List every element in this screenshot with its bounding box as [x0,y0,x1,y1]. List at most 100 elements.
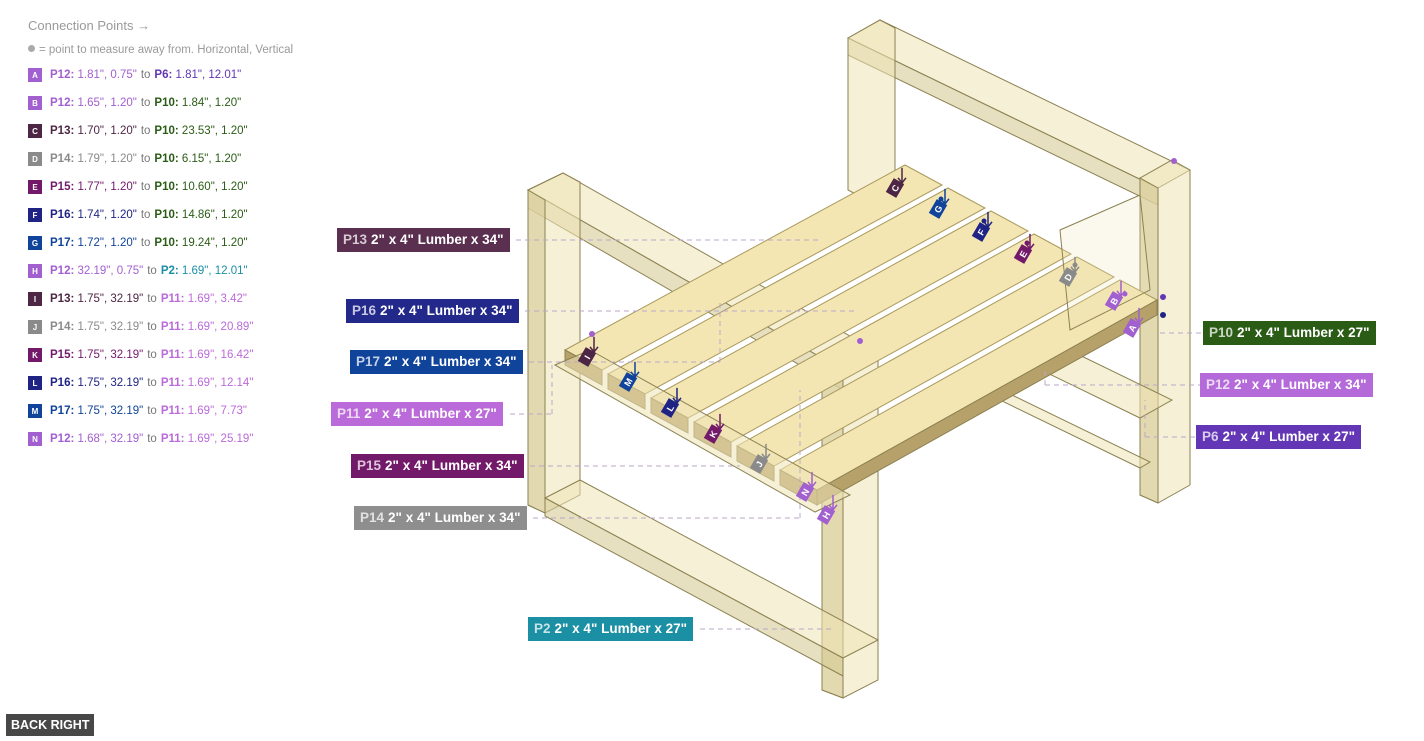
marker-l: L [660,387,682,418]
part-spec: 2" x 4" Lumber x 27" [1222,429,1356,444]
marker-letter: K [707,429,719,440]
marker-letter: G [932,204,944,215]
to-word: to [147,293,157,305]
marker-badge-bg [971,222,991,242]
to-value: 1.84", 1.20" [181,97,242,109]
arrow-down-icon [1025,233,1035,251]
arrow-down-icon [897,167,907,185]
arrow-down-icon [1070,256,1080,274]
part-id: P11 [337,406,361,421]
connection-letter-badge: C [28,124,42,138]
arrow-down-icon [807,471,817,489]
to-part: P10: [154,209,179,221]
connection-letter-badge: N [28,432,42,446]
to-word: to [147,321,157,333]
part-spec: 2" x 4" Lumber x 27" [1237,325,1370,340]
to-part: P11: [160,377,185,389]
from-part: P12: [50,433,75,445]
arrow-down-icon [589,336,599,354]
marker-badge-bg [1058,267,1078,287]
marker-badge-bg [1104,291,1124,311]
marker-h: H [816,494,838,525]
from-value: 32.19", 0.75" [77,265,144,277]
to-value: 1.69", 7.73" [187,405,248,417]
to-part: P6: [154,69,173,81]
to-value: 23.53", 1.20" [181,125,248,137]
marker-m: M [618,361,640,392]
to-value: 1.69", 12.01" [181,265,248,277]
marker-letter: E [1018,249,1030,259]
part-id: P2 [534,621,551,636]
arrow-down-icon [672,387,682,405]
arrow-down-icon [828,494,838,512]
from-part: P12: [50,69,75,81]
to-part: P11: [160,293,185,305]
to-part: P10: [154,237,179,249]
arrow-down-icon [983,211,993,229]
arrow-down-icon [1134,307,1144,325]
part-id: P13 [343,232,368,247]
marker-letter: M [622,377,634,388]
marker-g: G [928,188,950,219]
to-part: P10: [154,153,179,165]
marker-e: E [1013,233,1035,264]
to-word: to [140,125,151,137]
marker-n: N [795,471,817,502]
connection-letter-badge: D [28,152,42,166]
marker-badge-bg [577,347,597,367]
marker-badge-bg [795,482,815,502]
marker-badge-bg [928,199,948,219]
marker-letter: N [799,487,811,498]
marker-letter: D [1062,272,1074,283]
connection-letter-badge: G [28,236,42,250]
from-value: 1.74", 1.20" [77,209,137,221]
marker-letter: J [754,460,765,469]
to-value: 1.69", 3.42" [187,293,248,305]
legend-note-text: = point to measure away from. Horizontal… [39,44,294,56]
from-part: P14: [50,321,75,333]
to-part: P11: [160,405,185,417]
part-id: P10 [1209,325,1234,340]
arrow-down-icon [761,443,771,461]
marker-j: J [749,443,771,474]
marker-letter: C [889,183,901,194]
to-word: to [140,237,151,249]
to-word: to [147,433,157,445]
from-value: 1.72", 1.20" [77,237,137,249]
from-value: 1.75", 32.19" [77,293,144,305]
marker-letter: B [1108,296,1120,307]
connection-letter-badge: H [28,264,42,278]
connection-letter-badge: I [28,292,42,306]
connection-letter-badge: F [28,208,42,222]
part-spec: 2" x 4" Lumber x 34" [384,354,517,369]
to-value: 1.69", 16.42" [187,349,254,361]
to-value: 19.24", 1.20" [181,237,248,249]
to-value: 1.69", 12.14" [187,377,254,389]
connection-letter-badge: A [28,68,42,82]
view-label: BACK RIGHT [6,714,95,736]
to-word: to [140,209,151,221]
to-word: to [147,265,157,277]
connection-letter-badge: E [28,180,42,194]
marker-letter: F [976,227,988,237]
to-part: P2: [160,265,179,277]
from-part: P16: [50,209,75,221]
to-part: P11: [160,349,185,361]
marker-k: K [703,413,725,444]
marker-badge-bg [660,398,680,418]
marker-badge-bg [1013,244,1033,264]
part-spec: 2" x 4" Lumber x 34" [385,458,518,473]
to-part: P11: [160,433,185,445]
